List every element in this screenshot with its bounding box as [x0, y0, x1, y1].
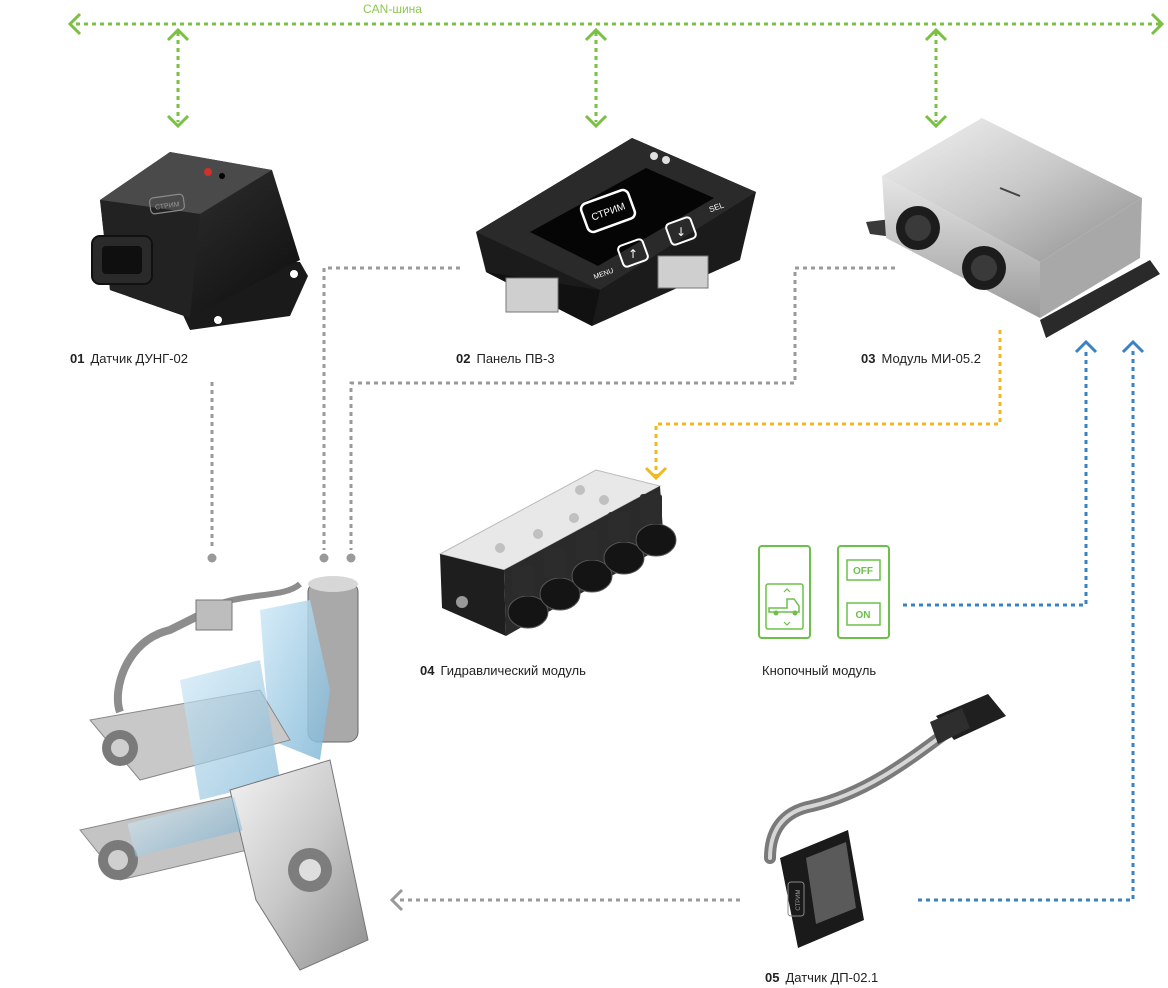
line-03-to-axle — [349, 266, 895, 550]
dot-02 — [319, 553, 329, 563]
dot-01 — [207, 553, 217, 563]
device-05-name: Датчик ДП-02.1 — [785, 970, 879, 985]
axle-assembly-image — [79, 576, 369, 971]
hydraulic-line — [644, 330, 1002, 481]
device-01-image: СТРИМ — [91, 152, 308, 330]
off-label: OFF — [853, 566, 873, 577]
device-04-number: 04 — [420, 663, 435, 678]
can-bus — [76, 22, 1160, 122]
line-05-to-03 — [918, 350, 1135, 902]
can-bus-arrow-left — [67, 12, 82, 36]
dot-03 — [346, 553, 356, 563]
device-03-number: 03 — [861, 351, 876, 366]
can-bus-label: CAN-шина — [363, 2, 422, 16]
device-01-logo: СТРИМ — [155, 201, 181, 211]
can-arrows — [67, 12, 1165, 129]
button-module-right-key — [837, 545, 890, 639]
can-arrow-up-01 — [166, 27, 190, 42]
device-04-image — [438, 469, 677, 636]
device-02-image: СТРИМ ↑ ↓ MENU SEL — [476, 138, 756, 326]
can-arrow-down-02 — [584, 114, 608, 129]
device-05-logo: СТРИМ — [796, 889, 802, 910]
up-arrow-icon: ↑ — [628, 247, 638, 261]
device-01-label: 01 Датчик ДУНГ-02 — [70, 351, 188, 366]
device-05-number: 05 — [765, 970, 780, 985]
device-01-name: Датчик ДУНГ-02 — [90, 351, 188, 366]
device-05-image: СТРИМ — [764, 694, 1006, 948]
line-button-to-03 — [903, 350, 1088, 607]
arrow-05-to-03 — [1121, 339, 1145, 354]
arrow-05-to-axle — [389, 888, 404, 912]
device-02-label: 02 Панель ПВ-3 — [456, 351, 555, 366]
device-02-name: Панель ПВ-3 — [476, 351, 555, 366]
can-arrow-up-03 — [924, 27, 948, 42]
device-02-number: 02 — [456, 351, 471, 366]
down-arrow-icon: ↓ — [676, 225, 686, 239]
data-lines — [210, 266, 895, 902]
can-arrow-down-03 — [924, 114, 948, 129]
can-bus-arrow-right — [1150, 12, 1165, 36]
can-arrow-up-02 — [584, 27, 608, 42]
device-01-number: 01 — [70, 351, 85, 366]
button-module-image: OFF ON — [758, 545, 890, 639]
device-05-label: 05 Датчик ДП-02.1 — [765, 970, 878, 985]
on-label: ON — [856, 610, 871, 621]
line-02-to-axle — [322, 266, 460, 550]
device-04-label: 04 Гидравлический модуль — [420, 663, 586, 678]
device-04-name: Гидравлический модуль — [440, 663, 586, 678]
arrow-up-icon — [783, 588, 791, 593]
button-module-label: Кнопочный модуль — [762, 663, 877, 678]
can-arrow-down-01 — [166, 114, 190, 129]
device-03-label: 03 Модуль МИ-05.2 — [861, 351, 981, 366]
button-lines — [903, 339, 1145, 902]
data-line-ends — [207, 553, 356, 563]
arrow-down-icon — [783, 621, 791, 626]
device-03-name: Модуль МИ-05.2 — [881, 351, 981, 366]
device-03-image — [866, 118, 1160, 338]
arrow-button-to-03 — [1074, 339, 1098, 354]
